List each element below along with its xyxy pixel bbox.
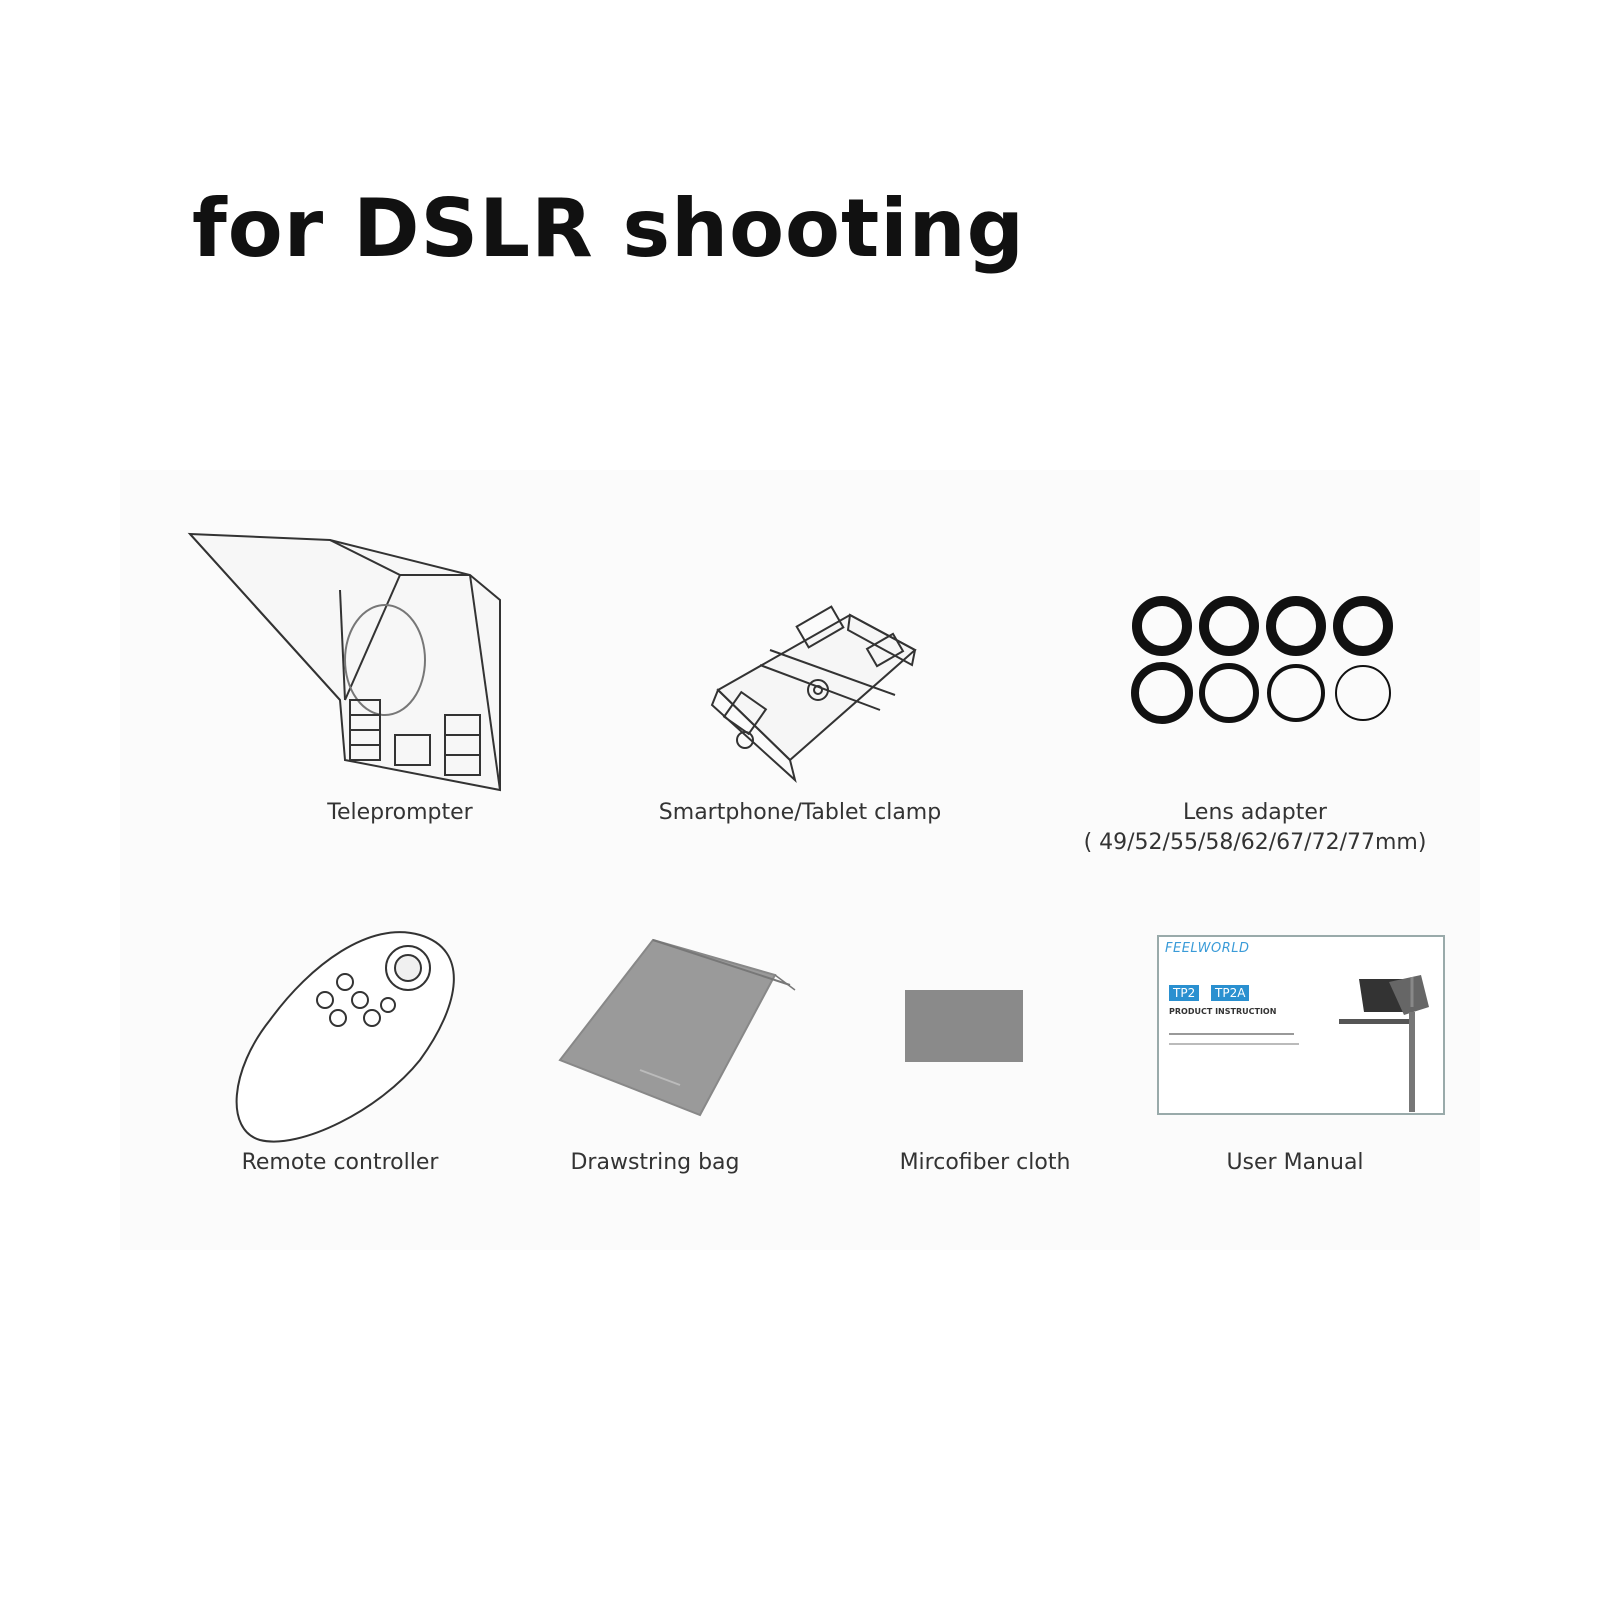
clamp-label: Smartphone/Tablet clamp (658, 800, 942, 825)
bag-label: Drawstring bag (570, 1150, 740, 1175)
remote-label: Remote controller (241, 1150, 439, 1175)
manual-teleprompter-photo (1339, 975, 1429, 1112)
manual-text-line (1169, 1033, 1294, 1035)
user-manual-cover: FEELWORLD TP2 TP2A PRODUCT INSTRUCTION (1157, 935, 1445, 1115)
manual-title: PRODUCT INSTRUCTION (1169, 1007, 1277, 1016)
lens-adapter-label: Lens adapter (1183, 800, 1327, 825)
manual-badge-tp2a: TP2A (1211, 985, 1250, 1001)
manual-badge-tp2: TP2 (1169, 985, 1200, 1001)
page-title: for DSLR shooting (192, 182, 1025, 275)
manual-label: User Manual (1226, 1150, 1364, 1175)
manual-brand: FEELWORLD (1165, 941, 1250, 956)
lens-adapter-sizes: ( 49/52/55/58/62/67/72/77mm) (1083, 830, 1427, 855)
manual-text-line (1169, 1043, 1299, 1045)
teleprompter-label: Teleprompter (327, 800, 473, 825)
cloth-label: Mircofiber cloth (899, 1150, 1071, 1175)
